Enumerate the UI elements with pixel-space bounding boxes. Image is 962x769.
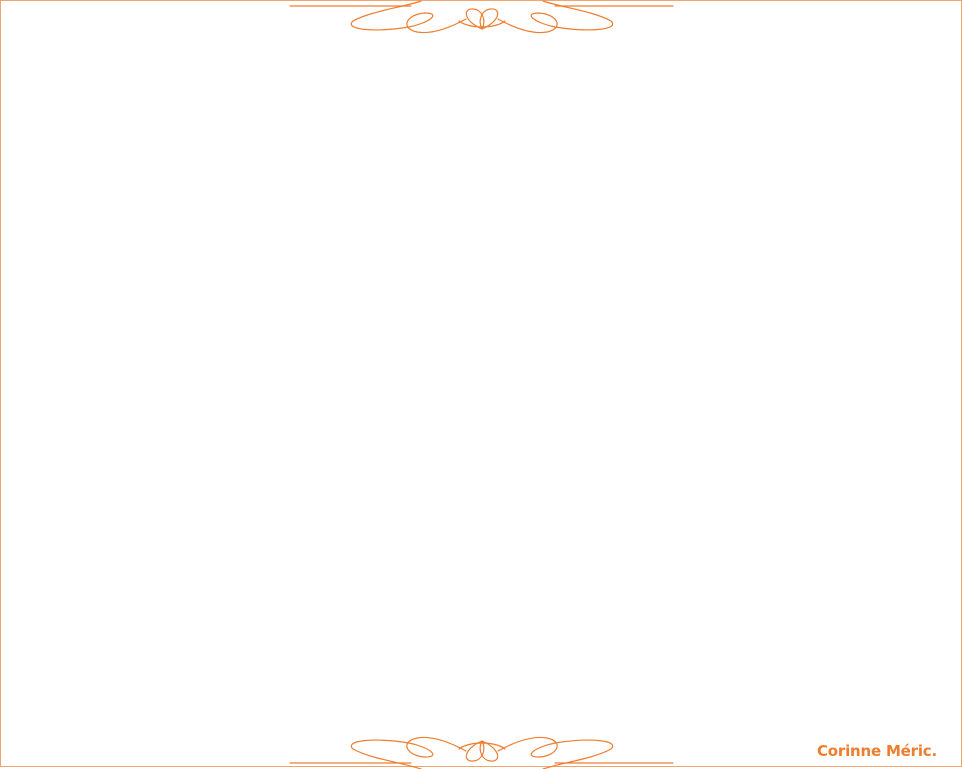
flourish-ornament-icon (289, 0, 674, 34)
flourish-ornament-icon (289, 736, 674, 769)
top-flourish-ornament (289, 0, 675, 43)
signature-text: Corinne Méric. (816, 742, 937, 760)
bottom-flourish-ornament (289, 727, 675, 769)
